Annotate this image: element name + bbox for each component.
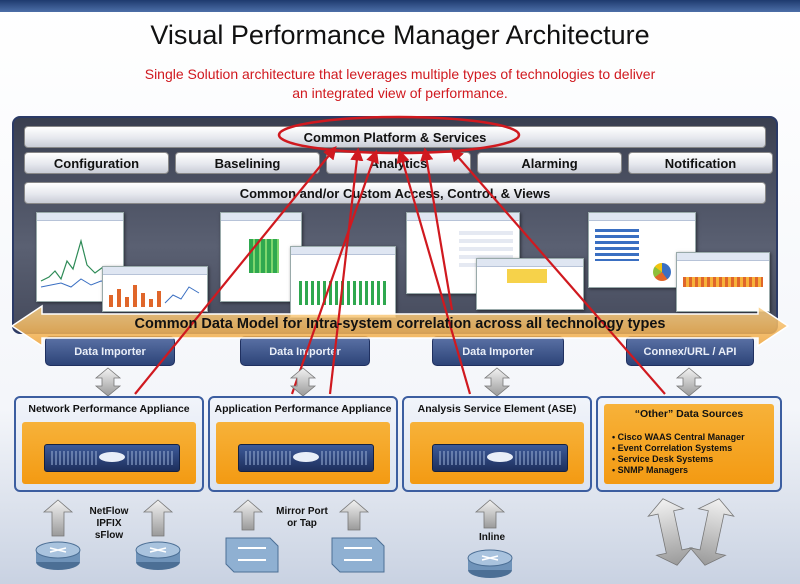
red-arrow-ase-1 [396, 149, 472, 395]
inline-label: Inline [478, 532, 506, 543]
importer-to-ase-arrow [483, 367, 511, 397]
module-configuration: Configuration [24, 152, 169, 174]
platform-panel: Common Platform & Services Configuration… [12, 116, 778, 334]
subtitle-line-1: Single Solution architecture that levera… [144, 66, 656, 82]
connex-to-other-arrow [675, 367, 703, 397]
application-performance-appliance: Application Performance Appliance [208, 396, 398, 492]
switch-icon-2 [331, 537, 385, 573]
module-notification: Notification [628, 152, 773, 174]
red-arrow-application-2 [328, 147, 364, 395]
other-data-sources: “Other” Data Sources • Cisco WAAS Centra… [596, 396, 782, 492]
server-rack-icon [432, 444, 568, 472]
network-performance-appliance: Network Performance Appliance [14, 396, 204, 492]
red-arrow-ase-2 [420, 147, 454, 311]
module-alarming: Alarming [477, 152, 622, 174]
importer-tab-2: Data Importer [240, 336, 370, 366]
switch-icon-1 [225, 537, 279, 573]
mirror-up-arrow-2 [338, 499, 370, 531]
netflow-up-arrow-1 [42, 499, 74, 537]
mirror-up-arrow-1 [232, 499, 264, 531]
trend-thumbnail [476, 258, 584, 310]
other-source-item: • Service Desk Systems [612, 454, 714, 464]
router-icon-1 [35, 541, 81, 570]
capacity-thumbnail [676, 252, 770, 312]
router-icon-3 [467, 549, 513, 578]
header-band [0, 0, 800, 12]
other-source-item: • SNMP Managers [612, 465, 689, 475]
other-sources-title: “Other” Data Sources [634, 408, 744, 420]
netflow-up-arrow-2 [142, 499, 174, 537]
network-appliance-label: Network Performance Appliance [28, 403, 190, 415]
inline-up-arrow [474, 499, 506, 529]
analysis-service-element: Analysis Service Element (ASE) [402, 396, 592, 492]
module-baselining: Baselining [175, 152, 320, 174]
report-thumbnail [102, 266, 208, 312]
other-sources-list: • Cisco WAAS Central Manager • Event Cor… [612, 432, 745, 476]
red-arrow-application-1 [290, 149, 379, 395]
ase-label: Analysis Service Element (ASE) [417, 403, 577, 415]
server-rack-icon [238, 444, 374, 472]
server-rack-icon [44, 444, 180, 472]
netflow-label: NetFlow IPFIX sFlow [89, 506, 129, 541]
data-model-double-arrow [10, 304, 790, 348]
other-sources-bidirectional-arrow-1 [647, 498, 693, 566]
common-platform-bar: Common Platform & Services [24, 126, 766, 148]
importer-to-application-arrow [289, 367, 317, 397]
other-source-item: • Event Correlation Systems [612, 443, 733, 453]
red-arrow-network [134, 145, 337, 395]
red-arrow-other [450, 148, 666, 395]
other-sources-bidirectional-arrow-2 [689, 498, 735, 566]
table-thumbnail [290, 246, 396, 318]
summary-thumbnail [588, 212, 696, 288]
application-appliance-label: Application Performance Appliance [214, 403, 392, 415]
page-title: Visual Performance Manager Architecture [150, 20, 650, 50]
subtitle-line-2: an integrated view of performance. [292, 85, 508, 101]
page-subtitle: Single Solution architecture that levera… [110, 65, 690, 103]
heatmap-thumbnail [220, 212, 302, 302]
platform-highlight-ellipse [277, 115, 521, 155]
importer-to-network-arrow [94, 367, 122, 397]
access-control-views-bar: Common and/or Custom Access, Control, & … [24, 182, 766, 204]
router-icon-2 [135, 541, 181, 570]
data-model-label: Common Data Model for Intra-system corre… [134, 316, 666, 332]
other-source-item: • Cisco WAAS Central Manager [612, 432, 745, 442]
mirror-port-label: Mirror Port or Tap [276, 506, 328, 529]
importer-tab-4: Connex/URL / API [626, 336, 754, 366]
